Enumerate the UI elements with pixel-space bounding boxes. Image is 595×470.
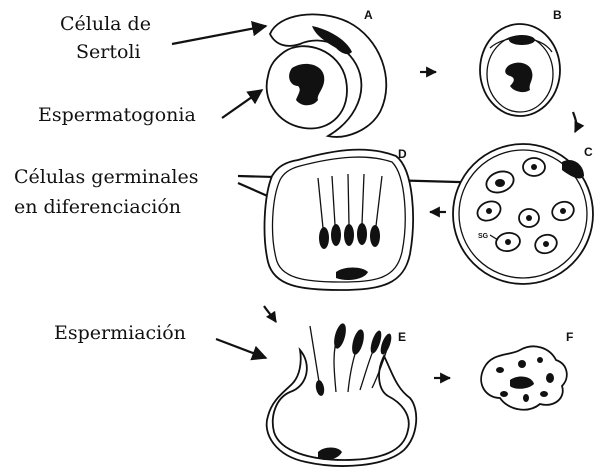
stage-c: SG bbox=[453, 144, 593, 284]
label-germ-cells-line2: en diferenciación bbox=[14, 196, 181, 218]
panel-letter-c: C bbox=[584, 145, 593, 159]
sertoli-nucleus-e bbox=[318, 448, 342, 461]
stage-a bbox=[267, 14, 387, 137]
label-sertoli-line1: Célula de bbox=[60, 13, 151, 35]
stage-b bbox=[480, 24, 560, 116]
residual-fragment-1 bbox=[496, 367, 504, 373]
label-spermiation: Espermiación bbox=[54, 322, 186, 344]
label-spermatogonia: Espermatogonia bbox=[38, 104, 196, 126]
sequence-arrow-d-to-e bbox=[264, 306, 276, 322]
residual-fragment-5 bbox=[546, 373, 554, 383]
label-sertoli-line2: Sertoli bbox=[76, 41, 141, 63]
residual-fragment-2 bbox=[518, 360, 526, 368]
residual-fragment-7 bbox=[523, 394, 529, 402]
sequence-arrow-b-to-c bbox=[573, 112, 576, 132]
panel-letter-f: F bbox=[566, 330, 573, 344]
panel-letter-a: A bbox=[364, 8, 373, 22]
stage-f bbox=[481, 346, 567, 409]
sperm-e-2 bbox=[332, 322, 348, 392]
sperm-e-1 bbox=[310, 326, 325, 397]
residual-fragment-3 bbox=[537, 357, 543, 363]
stage-d bbox=[265, 150, 414, 290]
residual-fragment-6 bbox=[500, 391, 508, 397]
residual-fragment-8 bbox=[540, 391, 548, 397]
sg-label: SG bbox=[478, 233, 489, 240]
sertoli-cell-d-outer bbox=[265, 150, 414, 290]
pointer-arrow-sertoli bbox=[172, 26, 266, 44]
pointer-arrow-spermiation bbox=[216, 339, 266, 358]
sertoli-cell-e bbox=[267, 350, 417, 466]
sperm-e-3 bbox=[348, 328, 366, 392]
germ-cell-c-4 bbox=[519, 209, 539, 227]
sertoli-nucleus-b bbox=[509, 35, 535, 45]
germ-cell-c-2 bbox=[523, 158, 545, 176]
stage-e bbox=[267, 322, 417, 466]
label-germ-cells-line1: Células germinales bbox=[14, 166, 199, 188]
panel-letter-b: B bbox=[553, 8, 562, 22]
pointer-arrow-spermatogonia bbox=[222, 90, 262, 118]
panel-letter-e: E bbox=[398, 330, 406, 344]
